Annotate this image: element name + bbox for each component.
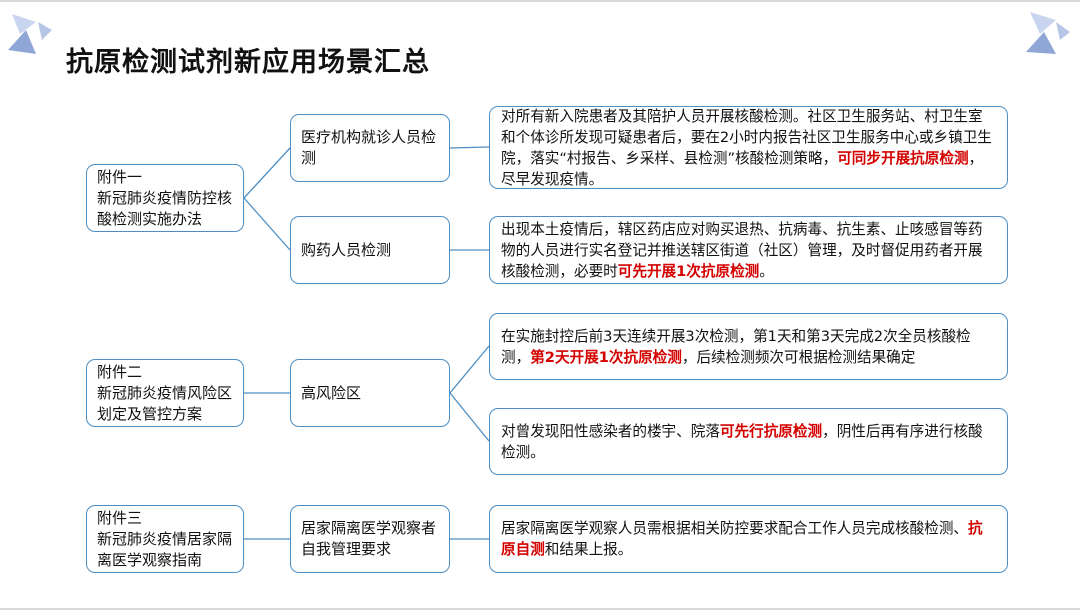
detail-segment: 对曾发现阳性感染者的楼宇、院落 xyxy=(501,422,720,440)
corner-decoration-right xyxy=(1026,12,1070,54)
source-tag: 附件二 xyxy=(97,362,143,381)
detail-segment: ，后续检测频次可根据检测结果确定 xyxy=(681,348,916,366)
scenario-label: 高风险区 xyxy=(301,383,362,402)
scenario-box: 购药人员检测 xyxy=(290,216,450,284)
detail-segment: 出现本土疫情后，辖区药店应对购买退热、抗病毒、抗生素、止咳感冒等药物的人员进行实… xyxy=(501,220,983,280)
scenario-label: 购药人员检测 xyxy=(301,240,392,259)
detail-segment: 对所有新入院患者及其陪护人员开展核酸检测。社区卫生服务站、村卫生室和个体诊所发现… xyxy=(501,107,992,167)
scenario-box: 居家隔离医学观察者自我管理要求 xyxy=(290,505,450,573)
source-box-3: 附件三 新冠肺炎疫情居家隔离医学观察指南 xyxy=(86,505,244,573)
scenario-box: 医疗机构就诊人员检测 xyxy=(290,114,450,182)
corner-decoration-left xyxy=(8,14,52,54)
detail-segment: 在实施封控后前3天连续开展3次检测，第1天和第3天完成2次全员核酸检测， xyxy=(501,327,971,366)
detail-box: 对所有新入院患者及其陪护人员开展核酸检测。社区卫生服务站、村卫生室和个体诊所发现… xyxy=(489,106,1008,189)
source-tag: 附件一 xyxy=(97,167,143,186)
detail-segment: 。 xyxy=(759,262,774,280)
detail-highlight: 第2天开展1次抗原检测 xyxy=(530,348,682,366)
detail-highlight: 可先开展1次抗原检测 xyxy=(617,262,760,280)
detail-text: 在实施封控后前3天连续开展3次检测，第1天和第3天完成2次全员核酸检测，第2天开… xyxy=(501,326,996,368)
page-title: 抗原检测试剂新应用场景汇总 xyxy=(66,47,430,78)
detail-segment: 和结果上报。 xyxy=(544,541,633,558)
source-box-1: 附件一 新冠肺炎疫情防控核酸检测实施办法 xyxy=(86,164,244,232)
source-name: 新冠肺炎疫情居家隔离医学观察指南 xyxy=(97,529,233,569)
detail-segment: ，尽早发现疫情。 xyxy=(501,149,984,188)
scenario-label: 居家隔离医学观察者自我管理要求 xyxy=(301,519,437,558)
detail-text: 居家隔离医学观察人员需根据相关防控要求配合工作人员完成核酸检测、抗原自测和结果上… xyxy=(501,518,996,560)
detail-highlight: 可同步开展抗原检测 xyxy=(837,149,969,167)
detail-text: 对所有新入院患者及其陪护人员开展核酸检测。社区卫生服务站、村卫生室和个体诊所发现… xyxy=(501,106,996,190)
detail-text: 出现本土疫情后，辖区药店应对购买退热、抗病毒、抗生素、止咳感冒等药物的人员进行实… xyxy=(501,219,996,282)
detail-text: 对曾发现阳性感染者的楼宇、院落可先行抗原检测，阴性后再有序进行核酸检测。 xyxy=(501,421,996,463)
scenario-box: 高风险区 xyxy=(290,359,450,427)
source-name: 新冠肺炎疫情防控核酸检测实施办法 xyxy=(97,188,233,228)
source-name: 新冠肺炎疫情风险区划定及管控方案 xyxy=(97,383,233,423)
detail-box: 对曾发现阳性感染者的楼宇、院落可先行抗原检测，阴性后再有序进行核酸检测。 xyxy=(489,408,1008,475)
source-tag: 附件三 xyxy=(97,508,143,527)
detail-box: 居家隔离医学观察人员需根据相关防控要求配合工作人员完成核酸检测、抗原自测和结果上… xyxy=(489,505,1008,573)
detail-highlight: 抗原自测 xyxy=(501,520,983,558)
detail-box: 出现本土疫情后，辖区药店应对购买退热、抗病毒、抗生素、止咳感冒等药物的人员进行实… xyxy=(489,216,1008,284)
detail-segment: ，阴性后再有序进行核酸检测。 xyxy=(501,422,983,461)
detail-highlight: 可先行抗原检测 xyxy=(719,422,823,440)
scenario-label: 医疗机构就诊人员检测 xyxy=(301,128,437,167)
detail-box: 在实施封控后前3天连续开展3次检测，第1天和第3天完成2次全员核酸检测，第2天开… xyxy=(489,313,1008,380)
source-box-2: 附件二 新冠肺炎疫情风险区划定及管控方案 xyxy=(86,359,244,427)
detail-segment: 居家隔离医学观察人员需根据相关防控要求配合工作人员完成核酸检测、 xyxy=(501,520,969,537)
